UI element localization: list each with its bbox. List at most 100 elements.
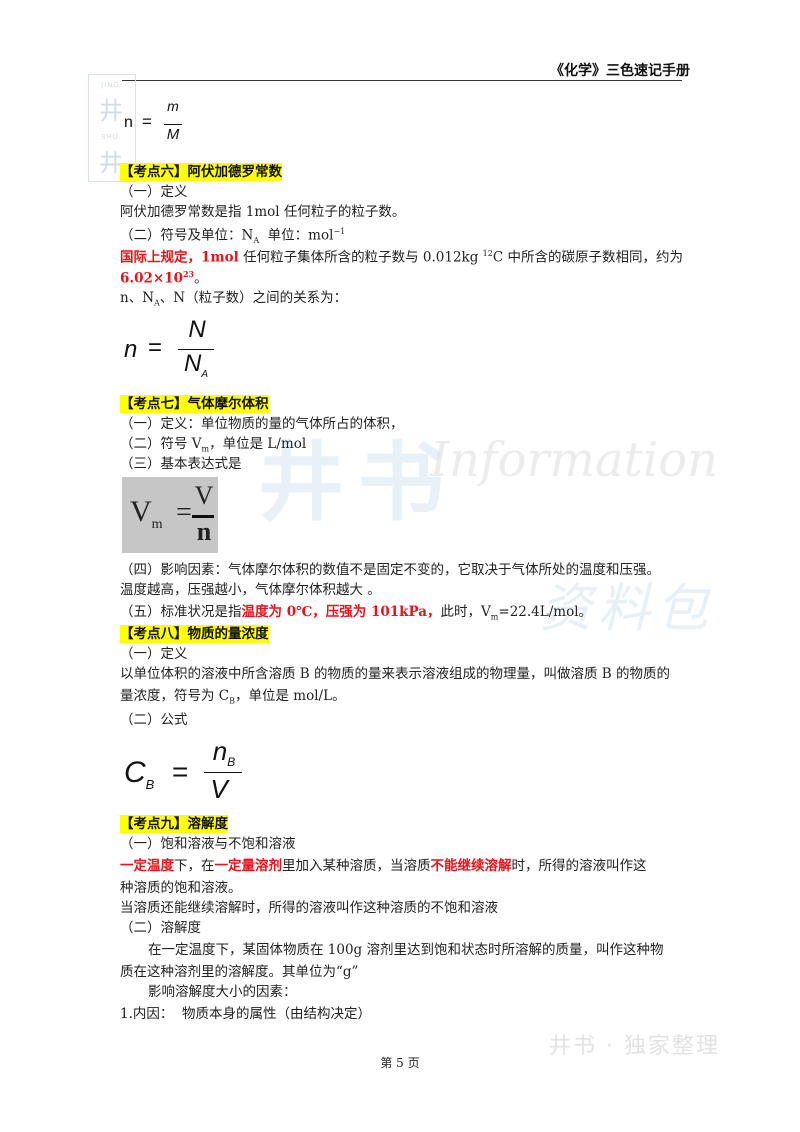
logo-main-2: 井: [99, 149, 123, 177]
fraction-bar: [164, 124, 182, 125]
s8-l1: 以单位体积的溶液中所含溶质 B 的物质的量来表示溶液组成的物理量，叫做溶质 B …: [120, 666, 671, 682]
s6-intl-text1: 任何粒子集体所含的粒子数与 0.012kg: [238, 249, 483, 266]
s9-l3: 当溶质还能继续溶解时，所得的溶液叫作这种溶质的不饱和溶液: [120, 900, 498, 916]
s9-l1-t3: 时，所得的溶液叫作这: [511, 858, 647, 874]
header-rule: [122, 80, 682, 81]
s6-rel-post: 、N（粒子数）之间的关系为：: [159, 290, 348, 306]
s6-rel-pre: n、N: [120, 290, 155, 306]
s9-l2: 种溶质的饱和溶液。: [120, 880, 242, 896]
s6-rel: n、NA、N（粒子数）之间的关系为：: [120, 288, 347, 314]
s8-l2-post: ，单位是 mol/L。: [235, 688, 346, 704]
s7-l6-red: 温度为 0℃，压强为 101kPa，: [241, 604, 441, 620]
section8-title-line: 【考点八】物质的量浓度: [120, 624, 269, 644]
s9-l1-red2: 一定量溶剂: [214, 858, 283, 874]
formula-den: n: [196, 517, 212, 546]
s9-l5: 质在这种溶剂里的溶解度。其单位为“g”: [120, 964, 359, 980]
s7-l2-pre: （二）符号 V: [120, 436, 202, 452]
s9-l1-t2: 里加入某种溶质，当溶质: [282, 858, 431, 874]
s9-l7: 1.内因： 物质本身的属性（由结构决定）: [120, 1006, 371, 1022]
formula-lhs: Vm: [130, 495, 163, 533]
s7-l2-post: ，单位是 L/mol: [209, 436, 307, 452]
logo-small-bottom: SHU: [101, 133, 119, 141]
s6-def: 阿伏加德罗常数是指 1mol 任何粒子的粒子数。: [120, 204, 406, 220]
s6-intl-red2-sup: 23: [182, 269, 195, 279]
formula-n-N-NA: n = N NA: [124, 316, 244, 388]
section7-title: 【考点七】气体摩尔体积: [120, 395, 269, 413]
s8-sub2: （二）公式: [120, 712, 188, 728]
s7-l6-pre: （五）标准状况是指: [120, 604, 242, 620]
s9-l1-t1: 下，在: [174, 858, 215, 874]
s9-l1: 一定温度下，在一定量溶剂里加入某种溶质，当溶质不能继续溶解时，所得的溶液叫作这: [120, 856, 647, 876]
s6-intl-sup: 12: [482, 249, 493, 258]
s7-l5: 温度越高，压强越小，气体摩尔体积越大 。: [120, 582, 381, 598]
section8-title: 【考点八】物质的量浓度: [120, 625, 269, 643]
section6-title-line: 【考点六】阿伏加德罗常数: [120, 162, 282, 182]
formula-den: NA: [178, 350, 214, 380]
s8-l2-sub: B: [229, 696, 236, 706]
s6-intl-end: 。: [194, 270, 208, 287]
s6-intl-line2: 6.02×1023。: [120, 264, 208, 289]
formula-den-main: N: [183, 350, 202, 377]
formula-num: V: [194, 481, 214, 510]
formula-cb: CB = nB V: [124, 736, 264, 812]
s6-intl-red1: 国际上规定，1mol: [120, 249, 239, 266]
formula-n-m-M: n = m M: [124, 98, 204, 160]
s7-l3: （三）基本表达式是: [120, 456, 242, 472]
watermark-cn: 井书: [258, 433, 458, 533]
fraction-bar: [192, 515, 214, 518]
section6-title: 【考点六】阿伏加德罗常数: [120, 163, 282, 181]
formula-num-main: n: [212, 736, 228, 766]
s8-sub1: （一）定义: [120, 646, 188, 662]
logo-main: 井: [99, 97, 123, 125]
fraction-bar: [204, 772, 242, 773]
fraction-bar: [178, 349, 214, 350]
logo-watermark: JING 井 SHU 井: [88, 74, 136, 182]
formula-den: V: [210, 774, 228, 804]
s6-intl-line1: 国际上规定，1mol 任何粒子集体所含的粒子数与 0.012kg 12C 中所含…: [120, 244, 683, 268]
s8-l2-pre: 量浓度，符号为 C: [120, 688, 230, 704]
formula-num: nB: [204, 736, 244, 769]
watermark-cn2: 资料包: [540, 579, 715, 639]
s7-l1: （一）定义：单位物质的量的气体所占的体积，: [120, 416, 404, 432]
s9-sub2: （二）溶解度: [120, 920, 201, 936]
header-title: 《化学》三色速记手册: [550, 63, 690, 79]
s8-l2: 量浓度，符号为 CB，单位是 mol/L。: [120, 686, 346, 712]
formula-eq: =: [176, 497, 192, 528]
formula-num: m: [167, 98, 179, 114]
s7-l6-sub: m: [490, 612, 499, 622]
s6-sub2-pre: （二）符号及单位：N: [120, 227, 254, 244]
logo-small-top: JING: [101, 81, 120, 89]
formula-lhs: n: [124, 114, 133, 131]
formula-lhs-sub: m: [151, 517, 163, 532]
page-number: 第 5 页: [380, 1056, 420, 1070]
formula-lhs: CB: [124, 756, 154, 792]
section9-title: 【考点九】溶解度: [120, 815, 228, 833]
s6-sub1: （一）定义: [120, 184, 188, 200]
s6-sub2-sub: A: [253, 236, 260, 246]
watermark-bottom: 井书 · 独家整理: [549, 1034, 720, 1059]
s9-l6: 影响溶解度大小的因素：: [148, 984, 297, 1000]
s6-intl-text2: C 中所含的碳原子数相同，约为: [492, 249, 683, 266]
watermark-en: Information: [430, 432, 719, 488]
formula-lhs: n: [124, 336, 138, 363]
formula-num: N: [188, 316, 206, 343]
formula-eq: =: [142, 112, 152, 131]
s7-l6-mid: 此时，V: [440, 604, 491, 620]
section7-title-line: 【考点七】气体摩尔体积: [120, 394, 269, 414]
formula-den-sub: A: [201, 368, 208, 380]
s6-sub2-mid: 单位：mol: [259, 227, 334, 244]
formula-eq: =: [172, 756, 189, 787]
section9-title-line: 【考点九】溶解度: [120, 814, 228, 834]
formula-vm-box: Vm = V n: [122, 477, 218, 553]
s7-l2-sub: m: [201, 444, 210, 454]
s9-sub1: （一）饱和溶液与不饱和溶液: [120, 836, 296, 852]
s7-l2: （二）符号 Vm，单位是 L/mol: [120, 434, 306, 460]
formula-lhs-main: V: [130, 495, 152, 528]
s6-sub2: （二）符号及单位：NA 单位：mol−1: [120, 222, 345, 251]
s9-l1-red1: 一定温度: [120, 858, 174, 874]
formula-lhs-main: C: [124, 756, 146, 789]
formula-lhs-sub: B: [145, 777, 155, 792]
s9-l4: 在一定温度下，某固体物质在 100g 溶剂里达到饱和状态时所溶解的质量，叫作这种…: [148, 942, 664, 958]
formula-num-sub: B: [227, 755, 236, 770]
s7-l4: （四）影响因素：气体摩尔体积的数值不是固定不变的，它取决于气体所处的温度和压强。: [120, 562, 660, 578]
